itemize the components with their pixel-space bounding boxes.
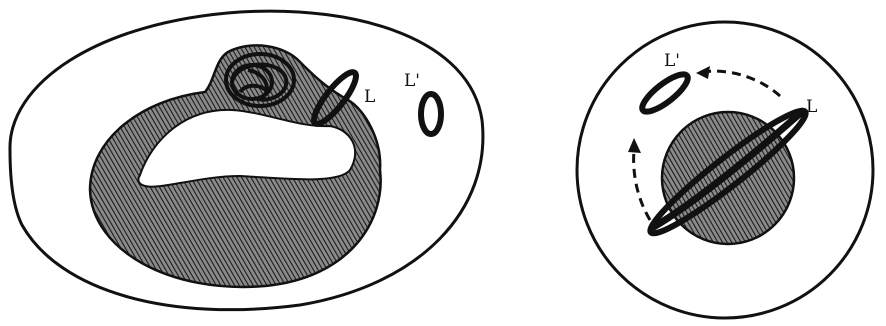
left-loop-L-prime	[421, 94, 441, 134]
left-label-L-prime: L'	[404, 71, 420, 91]
right-panel: L' L	[577, 22, 873, 318]
right-label-L: L	[806, 97, 817, 117]
left-label-L: L	[364, 87, 375, 107]
right-dashed-arrow-left	[628, 138, 650, 220]
right-dashed-arrow-top	[696, 66, 780, 96]
right-label-L-prime: L'	[664, 51, 680, 71]
right-loop-L-prime	[637, 69, 692, 118]
left-panel: L L'	[10, 11, 483, 310]
